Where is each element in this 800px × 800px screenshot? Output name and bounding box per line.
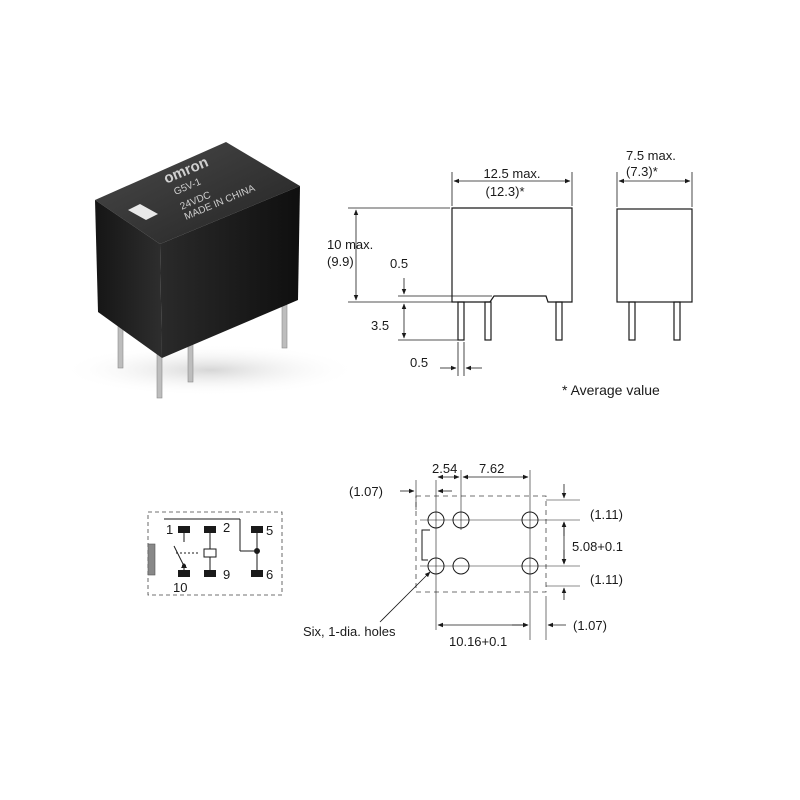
front-width-avg: (12.3)* [485,184,524,199]
pcb-right-top: (1.11) [590,507,623,522]
side-view [616,208,693,341]
front-pin-mid [484,301,492,341]
holes-leader [379,571,431,623]
side-depth-max: 7.5 max. [626,148,676,163]
schematic: 1 2 5 10 9 6 [147,511,283,596]
schematic-switch-blade [173,545,185,567]
pcb-total-width: 10.16+0.1 [449,634,507,649]
schematic-label-10: 10 [173,580,187,595]
front-height-max: 10 max. [327,237,373,252]
schematic-orientation-mark [147,543,156,576]
side-pin-right [673,301,681,341]
pcb-pitch-254: 2.54 [432,461,457,476]
relay-side-face [160,186,300,358]
pcb-outline [415,495,547,593]
pcb-pitch-762: 7.62 [479,461,504,476]
side-view-dimensions [616,172,693,207]
side-body-outline [616,208,693,303]
schematic-label-2: 2 [223,520,230,535]
front-view-dimensions [348,172,573,376]
schematic-pad-5 [251,526,263,533]
schematic-label-5: 5 [266,523,273,538]
relay-front-face [95,200,162,358]
pcb-holes-note: Six, 1-dia. holes [303,624,396,639]
schematic-pad-1 [178,526,190,533]
front-view [451,207,573,341]
front-body-outline [451,207,573,303]
pcb-left-offset: (1.07) [349,484,383,499]
front-pin-length: 3.5 [371,318,389,333]
side-pin-left [628,301,636,341]
relay-photo: omron G5V-1 24VDC MADE IN CHINA [60,142,360,399]
photo-shadow [60,344,360,396]
pcb-row-pitch: 5.08+0.1 [572,539,623,554]
front-pin-right [555,301,563,341]
schematic-label-6: 6 [266,567,273,582]
schematic-pad-2 [204,526,216,533]
side-depth-avg: (7.3)* [626,164,658,179]
schematic-pad-9 [204,570,216,577]
relay-label-stripe [128,204,158,220]
front-standoff: 0.5 [390,256,408,271]
pcb-right-bottom: (1.11) [590,572,623,587]
front-width-max: 12.5 max. [483,166,540,181]
pcb-footprint: 2.54 7.62 (1.07) (1.11) 5.08+0.1 (1.11) … [303,461,623,649]
schematic-label-1: 1 [166,522,173,537]
schematic-coil [203,548,217,558]
footnote-average: * Average value [562,382,660,398]
front-pin-left [457,301,465,341]
schematic-label-9: 9 [223,567,230,582]
schematic-pad-10 [178,570,190,577]
schematic-pad-6 [251,570,263,577]
front-height-avg: (9.9) [327,254,354,269]
pcb-bottom-right: (1.07) [573,618,607,633]
front-pin-width: 0.5 [410,355,428,370]
